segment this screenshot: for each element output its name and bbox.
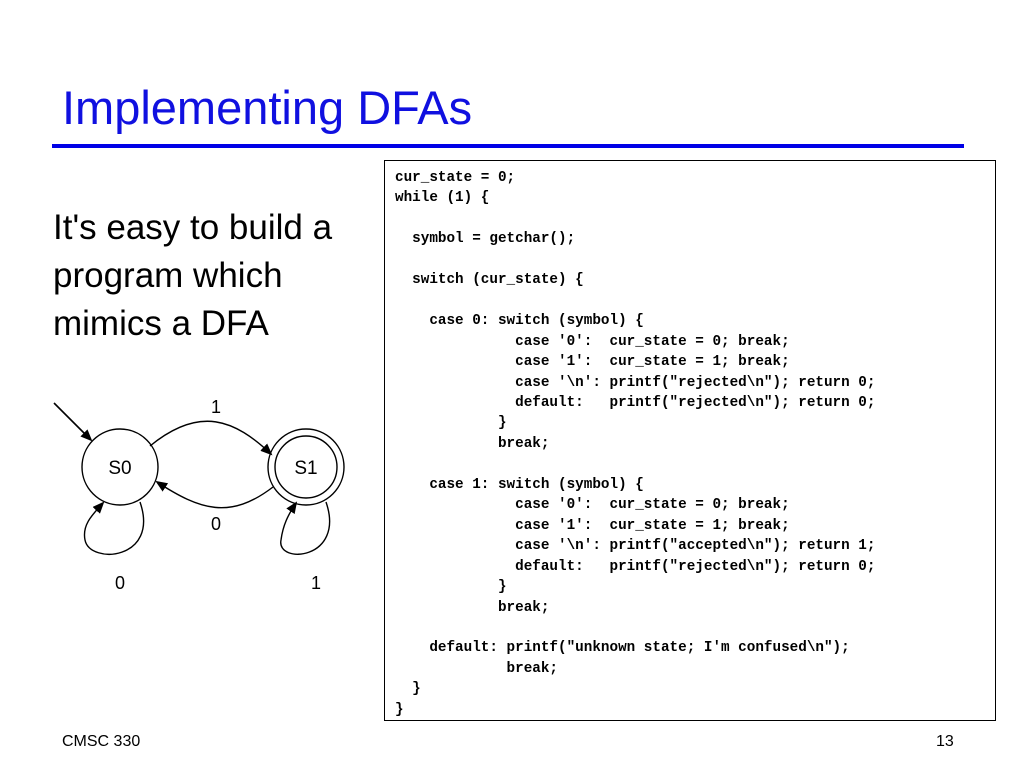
edge-s0-self-label: 0 — [115, 573, 125, 593]
code-listing-box: cur_state = 0; while (1) { symbol = getc… — [384, 160, 996, 721]
intro-text: It's easy to build a program which mimic… — [53, 208, 333, 343]
code-listing: cur_state = 0; while (1) { symbol = getc… — [395, 168, 875, 720]
code-line: case 0: switch (symbol) { — [395, 313, 644, 330]
edge-s1-self-loop — [280, 501, 331, 555]
code-line: break; — [395, 660, 559, 677]
edge-s0-self-loop — [83, 501, 145, 555]
code-line: case '0': cur_state = 0; break; — [395, 497, 790, 514]
state-s0-circle — [81, 428, 159, 506]
code-line: } — [395, 579, 507, 596]
code-line: } — [395, 415, 507, 432]
code-line: switch (cur_state) { — [395, 272, 584, 289]
code-line: break; — [395, 599, 550, 616]
code-line: symbol = getchar(); — [395, 231, 576, 248]
code-line: } — [395, 701, 404, 718]
slide-title: Implementing DFAs — [62, 81, 473, 134]
footer-page-number: 13 — [936, 733, 954, 750]
code-line: case '1': cur_state = 1; break; — [395, 354, 790, 371]
code-line: default: printf("unknown state; I'm conf… — [395, 640, 850, 657]
title-underline — [52, 144, 964, 148]
state-s0-label: S0 — [108, 458, 131, 479]
code-line: case '\n': printf("rejected\n"); return … — [395, 374, 876, 391]
code-line: case 1: switch (symbol) { — [395, 476, 644, 493]
state-s1-label: S1 — [294, 458, 317, 479]
edge-s0-to-s1 — [149, 420, 273, 456]
footer-course: CMSC 330 — [62, 733, 141, 750]
code-line: case '\n': printf("accepted\n"); return … — [395, 538, 876, 555]
code-line: } — [395, 681, 421, 698]
code-line: case '0': cur_state = 0; break; — [395, 333, 790, 350]
edge-s1-to-s0 — [155, 480, 274, 509]
code-line: while (1) { — [395, 190, 490, 207]
state-s1-inner-circle — [274, 435, 338, 499]
start-arrow — [53, 402, 93, 442]
code-line: case '1': cur_state = 1; break; — [395, 517, 790, 534]
code-line: default: printf("rejected\n"); return 0; — [395, 558, 876, 575]
edge-s1-to-s0-label: 0 — [211, 514, 221, 534]
code-line: default: printf("rejected\n"); return 0; — [395, 394, 876, 411]
code-line: cur_state = 0; — [395, 170, 516, 186]
dfa-diagram: S0 S1 1 0 0 1 — [53, 397, 345, 593]
edge-s0-to-s1-label: 1 — [211, 397, 221, 417]
edge-s1-self-label: 1 — [311, 573, 321, 593]
code-line: break; — [395, 435, 550, 452]
